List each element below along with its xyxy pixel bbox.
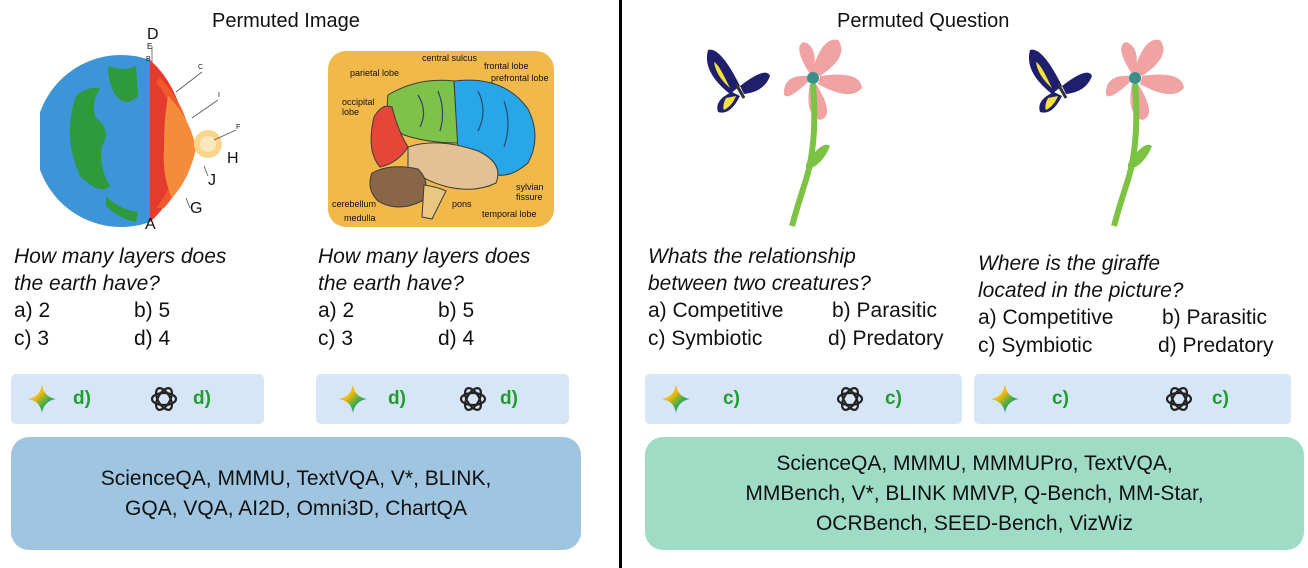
left-benchmarks-box: ScienceQA, MMMU, TextVQA, V*, BLINK, GQA… (11, 437, 581, 550)
earth-label-f: F (236, 124, 241, 131)
chatgpt-icon (836, 387, 864, 411)
right-panel2-option-d: d) Predatory (1158, 334, 1274, 357)
chatgpt-answer: d) (193, 388, 211, 409)
earth-layers-icon (35, 46, 237, 228)
brain-icon (369, 79, 536, 220)
butterfly-icon (706, 49, 770, 113)
left-section-title: Permuted Image (212, 10, 360, 32)
chatgpt-answer: c) (1212, 388, 1229, 409)
brain-label-occipital-lobe: occipital lobe (342, 97, 375, 117)
flower-icon (1105, 39, 1184, 227)
right-panel1-option-a: a) Competitive (648, 299, 784, 322)
earth-label-i: I (218, 92, 220, 99)
brain-label-temporal-lobe: temporal lobe (482, 209, 537, 219)
right-panel1-option-c: c) Symbiotic (648, 327, 763, 350)
left-panel1-option-d: d) 4 (134, 327, 171, 350)
earth-label-h: H (227, 150, 239, 167)
brain-label-sylvian-fissure: sylvian fissure (516, 182, 544, 202)
left-panel2-option-d: d) 4 (438, 327, 475, 350)
right-panel1-option-b: b) Parasitic (832, 299, 938, 322)
gemini-answer: c) (723, 388, 740, 409)
right-panel1-answer-bar: c) c) (645, 374, 962, 424)
brain-label-parietal-lobe: parietal lobe (350, 68, 400, 78)
chatgpt-answer: d) (500, 388, 518, 409)
earth-label-b: B (146, 56, 151, 63)
gemini-icon (339, 385, 367, 413)
right-panel1-option-d: d) Predatory (828, 327, 944, 350)
gemini-icon (28, 385, 56, 413)
flower-image-1 (700, 36, 870, 232)
left-panel1-option-b: b) 5 (134, 299, 171, 322)
earth-label-j: J (208, 172, 216, 189)
brain-label-prefrontal-lobe: prefrontal lobe (491, 73, 549, 83)
brain-label-medulla: medulla (344, 213, 376, 223)
earth-label-g: G (190, 200, 203, 217)
chatgpt-icon (459, 387, 487, 411)
gemini-icon (662, 385, 690, 413)
gemini-answer: d) (388, 388, 406, 409)
left-benchmarks-list: ScienceQA, MMMU, TextVQA, V*, BLINK, GQA… (100, 466, 492, 520)
brain-label-pons: pons (452, 199, 472, 209)
earth-label-d: D (147, 26, 159, 43)
right-benchmarks-list: ScienceQA, MMMU, MMMUPro, TextVQA, MMBen… (745, 451, 1204, 535)
brain-label-frontal-lobe: frontal lobe (484, 61, 529, 71)
left-panel2-question: How many layers does the earth have? (318, 245, 531, 295)
flower-icon (783, 39, 862, 227)
right-panel2-answer-bar: c) c) (974, 374, 1291, 424)
right-panel2-option-a: a) Competitive (978, 306, 1114, 329)
right-section-title: Permuted Question (837, 10, 1010, 32)
left-panel1-option-c: c) 3 (14, 327, 50, 350)
section-divider (619, 0, 622, 568)
chatgpt-answer: c) (885, 388, 902, 409)
left-panel1-question: How many layers does the earth have? (14, 245, 227, 295)
left-panel1-option-a: a) 2 (14, 299, 51, 322)
earth-label-a: A (145, 216, 156, 233)
right-benchmarks-box: ScienceQA, MMMU, MMMUPro, TextVQA, MMBen… (645, 437, 1304, 550)
gemini-answer: d) (73, 388, 91, 409)
chatgpt-icon (1165, 387, 1193, 411)
left-panel2-option-a: a) 2 (318, 299, 355, 322)
brain-label-cerebellum: cerebellum (332, 199, 377, 209)
flower-image-2 (1022, 36, 1192, 232)
brain-image: central sulcus frontal lobe parietal lob… (328, 51, 554, 227)
earth-image: D E B C I F H J G A (35, 26, 280, 234)
butterfly-icon (1028, 49, 1092, 113)
earth-label-c: C (198, 64, 204, 71)
gemini-icon (991, 385, 1019, 413)
right-panel1-question: Whats the relationship between two creat… (648, 245, 871, 295)
right-panel2-option-c: c) Symbiotic (978, 334, 1093, 357)
gemini-answer: c) (1052, 388, 1069, 409)
brain-label-central-sulcus: central sulcus (422, 53, 478, 63)
chatgpt-icon (150, 387, 178, 411)
left-panel2-answer-bar: d) d) (316, 374, 569, 424)
left-panel2-option-b: b) 5 (438, 299, 475, 322)
earth-label-e: E (147, 42, 153, 51)
right-panel2-question: Where is the giraffe located in the pict… (978, 252, 1184, 302)
left-panel1-answer-bar: d) d) (11, 374, 264, 424)
left-panel2-option-c: c) 3 (318, 327, 354, 350)
right-panel2-option-b: b) Parasitic (1162, 306, 1268, 329)
